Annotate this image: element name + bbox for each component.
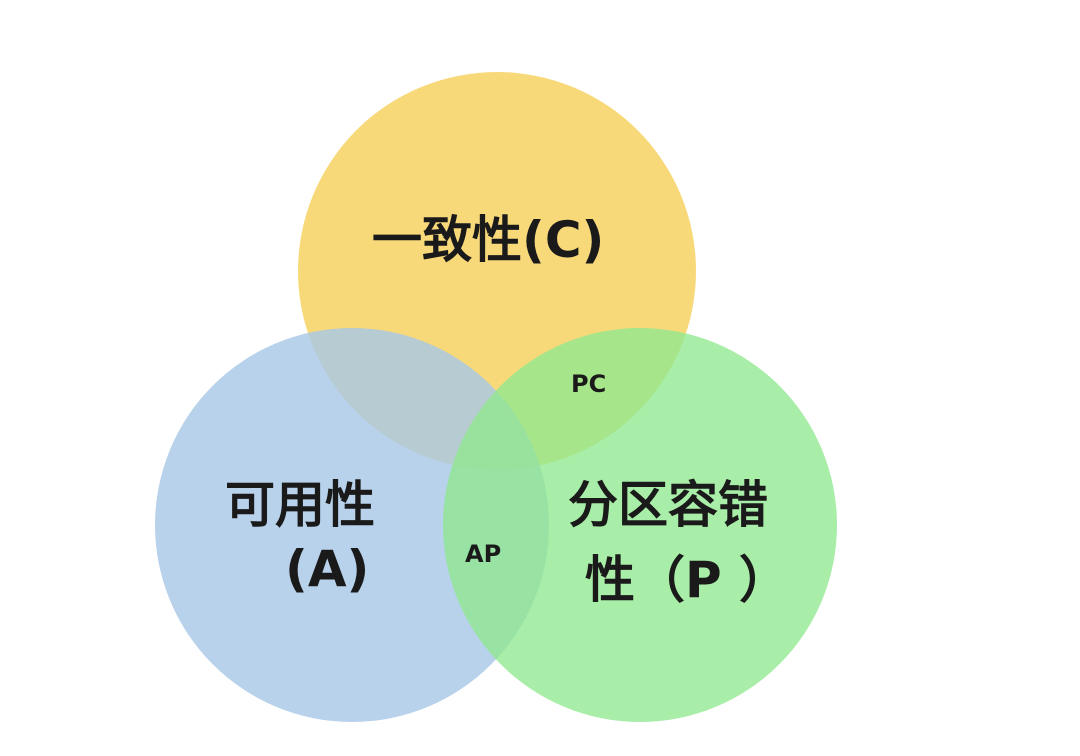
availability-label-line1: 可用性 bbox=[225, 476, 375, 534]
availability-circle bbox=[155, 328, 549, 722]
partition-label-line2: 性（P ） bbox=[585, 551, 790, 609]
partition-label-line1: 分区容错 bbox=[568, 476, 768, 534]
ap-intersection-label: AP bbox=[465, 540, 502, 568]
partition-tolerance-circle bbox=[443, 328, 837, 722]
availability-label-line2: (A) bbox=[285, 540, 370, 598]
consistency-label: 一致性(C) bbox=[372, 211, 605, 269]
pc-intersection-label: PC bbox=[571, 370, 607, 398]
